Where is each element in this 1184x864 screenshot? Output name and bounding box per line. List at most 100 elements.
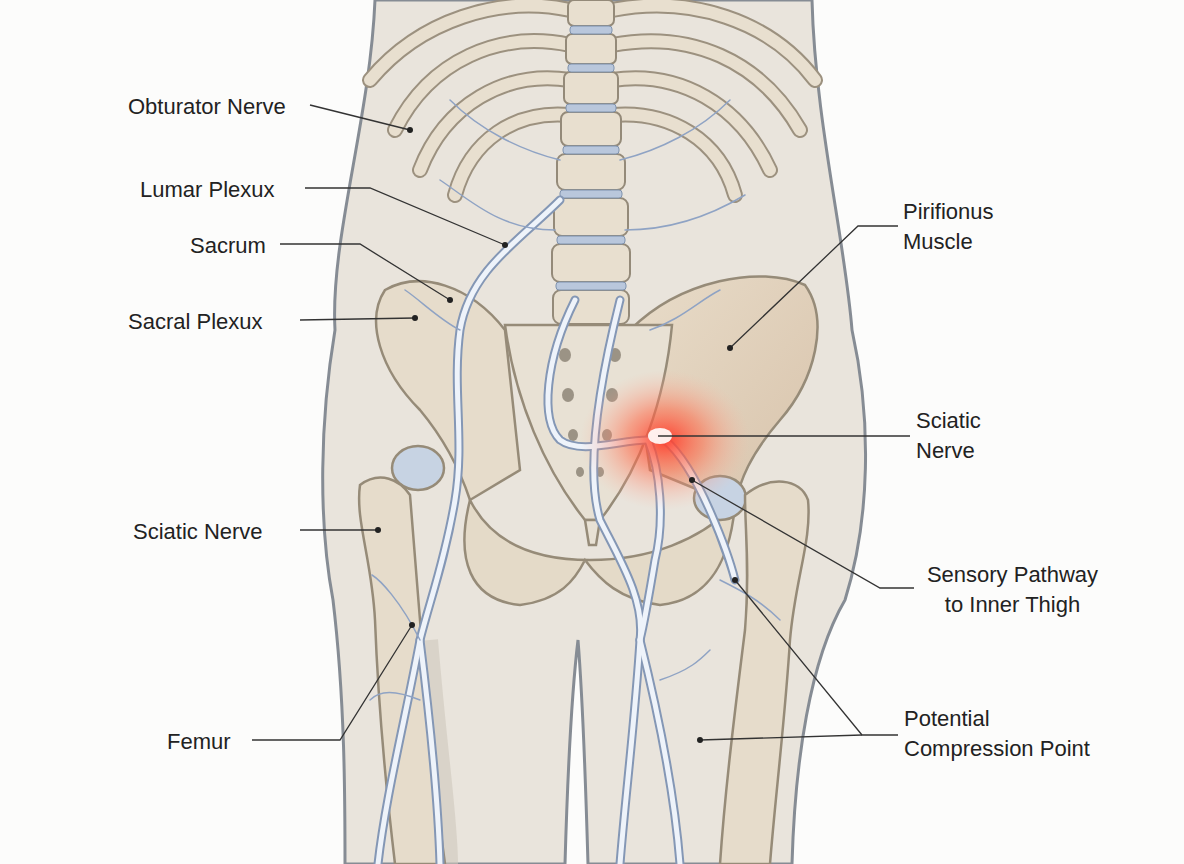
rib-cage-part (370, 6, 815, 195)
part-label: Potential Compression Point (904, 704, 1116, 763)
leader-lines (252, 105, 914, 740)
leader-lines-part (658, 435, 910, 436)
spine-part (556, 26, 626, 290)
leader-dots-part (502, 242, 508, 248)
label-slot: Sciatic Nerve (916, 406, 1008, 465)
nerve-pathways-part-part (640, 640, 680, 864)
leader-dots (375, 127, 738, 743)
leader-dots-part (375, 527, 381, 533)
label-slot: Obturator Nerve (128, 92, 286, 122)
leader-dots-part (732, 577, 738, 583)
leader-lines-part (252, 625, 412, 740)
leader-lines-part (305, 188, 505, 245)
spine-part (566, 34, 616, 64)
nerve-pathways-part-part (420, 640, 440, 864)
spine (552, 0, 630, 324)
spine-part (557, 154, 625, 190)
nerve-pathways-part-part (650, 290, 720, 330)
leader-dots-part (412, 315, 418, 321)
nerve-pathways-part (378, 200, 735, 864)
leader-dots-part (409, 622, 415, 628)
nerve-pathways-part-part (440, 180, 555, 230)
label-slot: Sensory Pathway to Inner Thigh (920, 560, 1105, 619)
spine-part (552, 244, 630, 282)
spine-part-part (570, 26, 612, 34)
label-slot: Lumar Plexux (140, 175, 275, 205)
label-slot: Sacrum (190, 231, 266, 261)
pelvis-part (376, 281, 520, 500)
spine-part (561, 112, 621, 146)
label-slot: Sacral Plexux (128, 307, 263, 337)
leader-dots-part (697, 737, 703, 743)
rib-cage-part (370, 6, 815, 195)
label-slot: Potential Compression Point (904, 704, 1116, 763)
compression-glow-part (580, 370, 750, 510)
part-label: Obturator Nerve (128, 92, 286, 122)
spine-part-part (557, 236, 625, 244)
part-label: Sciatic Nerve (916, 406, 1008, 465)
label-slot: Femur (167, 727, 231, 757)
leader-dots-part (727, 345, 733, 351)
leader-dots-part (407, 127, 413, 133)
nerve-pathways-part-part (378, 200, 560, 864)
leader-lines-part (735, 580, 898, 735)
nerve-pathways-part-part (625, 195, 745, 230)
leader-dots-part (689, 477, 695, 483)
rib-cage-part-part (612, 114, 735, 195)
leader-lines-part (700, 735, 862, 740)
spine-part-part (556, 282, 626, 290)
spine-part-part (566, 104, 616, 112)
femur-bones-part (359, 478, 445, 864)
nerve-pathways-part-part (720, 580, 780, 620)
nerve-pathways-part-part (450, 100, 560, 160)
part-label: Sacral Plexux (128, 307, 263, 337)
nerve-pathways-part-part (370, 693, 420, 701)
rib-cage (370, 6, 815, 195)
nerve-pathways-part-part (378, 200, 560, 864)
part-label: Pirifionus Muscle (903, 197, 1033, 256)
part-label: Sacrum (190, 231, 266, 261)
label-slot: Pirifionus Muscle (903, 197, 1033, 256)
leader-lines-part (300, 318, 415, 320)
nerve-pathways-part-part (405, 290, 460, 330)
spine-part-part (568, 64, 614, 72)
leader-lines-part (692, 480, 914, 588)
nerve-pathways-part-part (620, 100, 730, 160)
spine-part (554, 198, 628, 236)
label-slot: Sciatic Nerve (133, 517, 263, 547)
pelvis-part-part (562, 388, 574, 402)
rib-cage-part-part (612, 114, 735, 195)
pelvis-part-part (568, 429, 578, 441)
rib-cage-part-part (455, 114, 570, 195)
pelvis-part-part (576, 467, 584, 477)
leader-lines-part (310, 105, 410, 130)
compression-glow (580, 370, 750, 510)
leader-lines-part (300, 529, 378, 530)
nerve-pathways-part (370, 100, 780, 700)
body-silhouette-part (323, 0, 866, 864)
nerve-pathways-part-part (420, 640, 440, 864)
nerve-pathways-part (378, 200, 735, 864)
part-label: Femur (167, 727, 231, 757)
rib-cage-part-part (455, 114, 570, 195)
spine-part-part (560, 190, 622, 198)
leader-lines-part (280, 244, 450, 300)
nerve-pathways-part-part (660, 650, 710, 680)
body-silhouette (323, 0, 866, 864)
part-label: Sensory Pathway to Inner Thigh (920, 560, 1105, 619)
rib-cage-part-part (612, 78, 770, 170)
rib-cage-part-part (420, 78, 570, 170)
rib-cage-part-part (420, 78, 570, 170)
spine-part-part (563, 146, 619, 154)
leader-dots-part (447, 297, 453, 303)
part-label: Sciatic Nerve (133, 517, 263, 547)
pelvis-part-part (559, 348, 571, 362)
leader-lines-part (730, 226, 898, 348)
nerve-pathways-part-part (372, 575, 420, 640)
nerve-pathways-part-part (640, 640, 680, 864)
part-label: Lumar Plexux (140, 175, 275, 205)
spine-part (568, 0, 614, 26)
spine-part (564, 72, 618, 104)
